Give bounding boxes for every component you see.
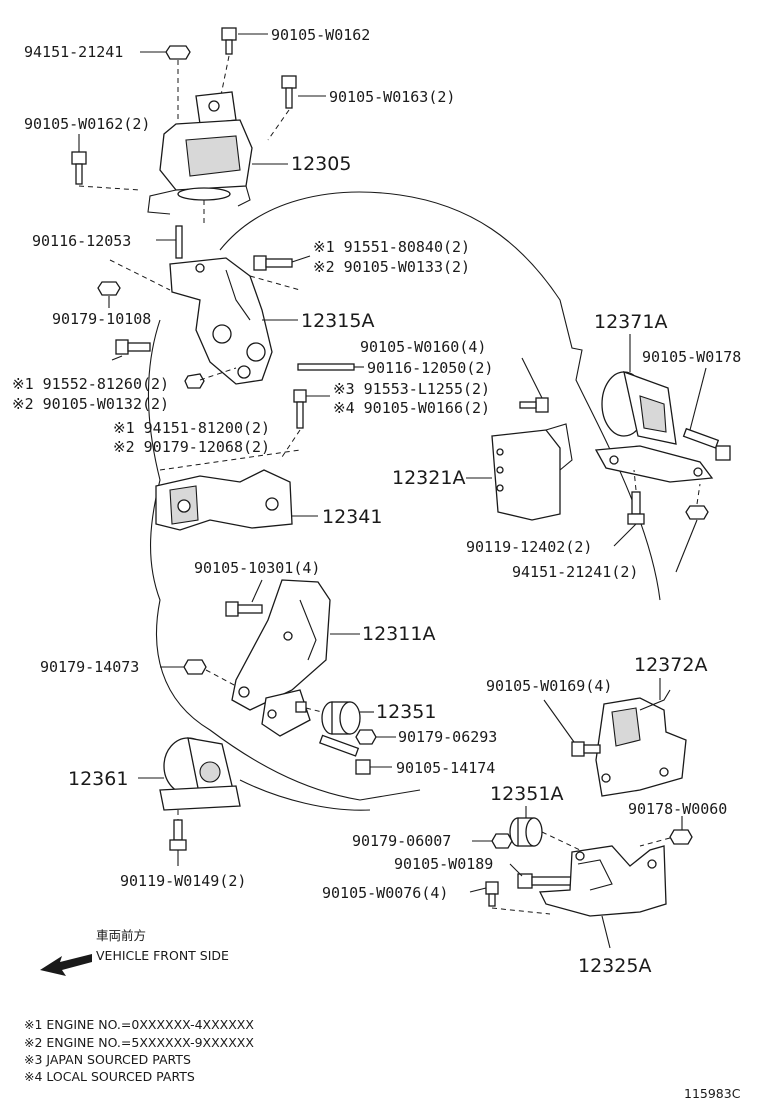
bracket-12321a xyxy=(466,423,573,521)
nut-90179-10108 xyxy=(97,259,171,308)
footnote-3: ※3 JAPAN SOURCED PARTS xyxy=(24,1052,191,1067)
nut-94151-21241-top xyxy=(140,45,191,120)
bolt-90105-w0163 xyxy=(267,75,326,141)
bolt-90105-w0162-top xyxy=(219,27,268,101)
bolt-90119-12402 xyxy=(613,469,645,547)
label-12315a: 12315A xyxy=(301,310,374,332)
label-90105-w0160: 90105-W0160(4) xyxy=(360,338,486,356)
bracket-12315a xyxy=(169,257,301,385)
bracket-12325a xyxy=(538,845,667,949)
label-90105-w0169: 90105-W0169(4) xyxy=(486,677,612,695)
label-94151-21241-2: 94151-21241(2) xyxy=(512,563,638,581)
bolt-91551-80840 xyxy=(253,255,311,271)
label-12325a: 12325A xyxy=(578,955,651,977)
bracket-12341 xyxy=(155,449,318,531)
label-94151-21241-top: 94151-21241 xyxy=(24,43,123,61)
bolt-90105-w0162-left xyxy=(71,134,141,191)
nut-90178-w0060 xyxy=(639,816,693,847)
label-90105-w0076: 90105-W0076(4) xyxy=(322,884,448,902)
vehicle-front-arrow-icon xyxy=(40,954,92,976)
label-90179-06007: 90179-06007 xyxy=(352,832,451,850)
stud-90116-12053 xyxy=(156,225,183,259)
label-90116-12050: 90116-12050(2) xyxy=(367,359,493,377)
stud-90116-12050 xyxy=(297,363,364,371)
bolt-90105-w0169 xyxy=(543,699,601,757)
nut-90179-06293 xyxy=(355,729,396,745)
bolt-90119-w0149 xyxy=(169,819,187,866)
diagram-id: 115983C xyxy=(684,1086,741,1101)
bracket-12372a xyxy=(595,678,687,797)
nut-94151-81200 xyxy=(184,367,237,389)
label-90116-12053: 90116-12053 xyxy=(32,232,131,250)
bolt-91553-l1255 xyxy=(279,389,330,461)
bushing-12351a xyxy=(509,806,581,851)
label-12371a: 12371A xyxy=(594,311,667,333)
label-12372a: 12372A xyxy=(634,654,707,676)
label-12351a: 12351A xyxy=(490,783,563,805)
engine-mount-12305 xyxy=(147,91,288,226)
bolt-91552-81260 xyxy=(111,339,151,361)
part-labels: 94151-21241 90105-W0162 90105-W0163(2) 9… xyxy=(12,26,741,977)
label-90119-w0149: 90119-W0149(2) xyxy=(120,872,246,890)
bolt-90105-10301 xyxy=(225,579,263,617)
label-90105-w0132: ※2 90105-W0132(2) xyxy=(12,395,169,413)
label-12361: 12361 xyxy=(68,768,128,790)
vehicle-front-jp: 車両前方 xyxy=(96,928,146,943)
label-94151-81200: ※1 94151-81200(2) xyxy=(113,419,270,437)
vehicle-front-indicator: 車両前方 VEHICLE FRONT SIDE xyxy=(40,928,229,976)
label-90178-w0060: 90178-W0060 xyxy=(628,800,727,818)
bolt-90105-w0160 xyxy=(519,357,549,413)
label-91552-81260: ※1 91552-81260(2) xyxy=(12,375,169,393)
label-90105-w0162-left: 90105-W0162(2) xyxy=(24,115,150,133)
label-12321a: 12321A xyxy=(392,467,465,489)
label-91551-80840: ※1 91551-80840(2) xyxy=(313,238,470,256)
label-12305: 12305 xyxy=(291,153,351,175)
label-90179-06293: 90179-06293 xyxy=(398,728,497,746)
bolt-90105-14174 xyxy=(319,734,392,775)
label-90179-14073: 90179-14073 xyxy=(40,658,139,676)
label-90105-w0163: 90105-W0163(2) xyxy=(329,88,455,106)
footnote-1: ※1 ENGINE NO.=0XXXXXX-4XXXXXX xyxy=(24,1017,254,1032)
label-90105-w0133: ※2 90105-W0133(2) xyxy=(313,258,470,276)
label-12351: 12351 xyxy=(376,701,436,723)
bolt-90105-w0189 xyxy=(509,863,579,889)
vehicle-front-en: VEHICLE FRONT SIDE xyxy=(96,948,229,963)
label-90119-12402: 90119-12402(2) xyxy=(466,538,592,556)
footnote-4: ※4 LOCAL SOURCED PARTS xyxy=(24,1069,195,1084)
label-12341: 12341 xyxy=(322,506,382,528)
footnotes: ※1 ENGINE NO.=0XXXXXX-4XXXXXX ※2 ENGINE … xyxy=(24,1017,254,1084)
nut-90179-14073 xyxy=(160,659,237,687)
bolt-90105-w0076 xyxy=(469,881,551,915)
footnote-2: ※2 ENGINE NO.=5XXXXXX-9XXXXXX xyxy=(24,1035,254,1050)
label-90105-10301: 90105-10301(4) xyxy=(194,559,320,577)
engine-mount-12371a xyxy=(594,334,714,483)
label-90105-w0178: 90105-W0178 xyxy=(642,348,741,366)
label-90179-12068: ※2 90179-12068(2) xyxy=(113,438,270,456)
bolt-90105-w0178 xyxy=(682,367,731,461)
engine-mount-12361 xyxy=(138,737,241,820)
label-90105-w0189: 90105-W0189 xyxy=(394,855,493,873)
nut-94151-21241-2 xyxy=(675,483,709,573)
nut-90179-06007 xyxy=(472,833,513,849)
bushing-12351 xyxy=(295,701,374,735)
label-90105-w0166: ※4 90105-W0166(2) xyxy=(333,399,490,417)
label-12311a: 12311A xyxy=(362,623,435,645)
engine-outline xyxy=(147,191,661,811)
label-90179-10108: 90179-10108 xyxy=(52,310,151,328)
label-91553-l1255: ※3 91553-L1255(2) xyxy=(333,380,490,398)
label-90105-14174: 90105-14174 xyxy=(396,759,495,777)
label-90105-w0162-top: 90105-W0162 xyxy=(271,26,370,44)
